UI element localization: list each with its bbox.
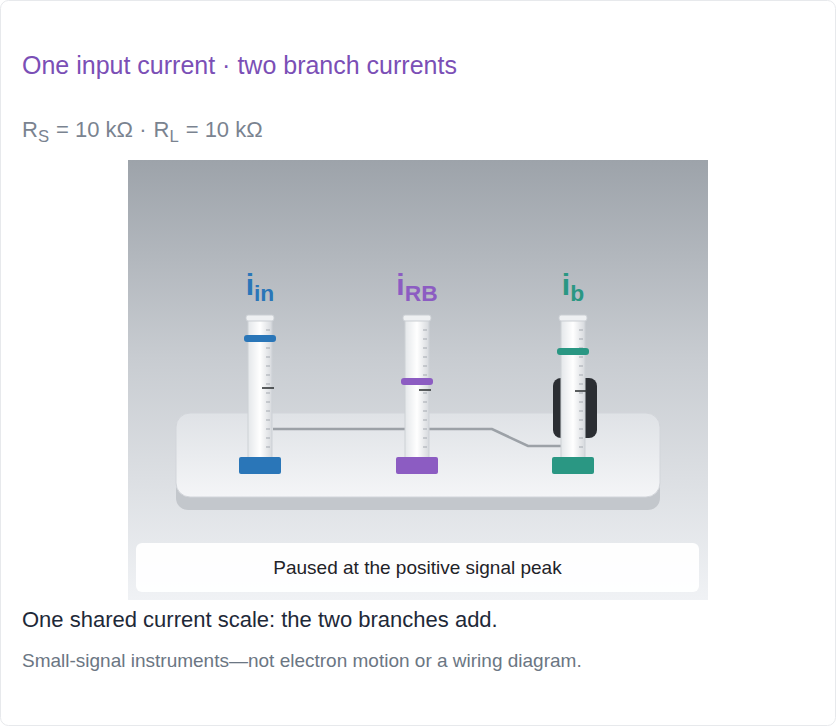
tick (579, 366, 583, 367)
meter-label: i (246, 268, 254, 301)
resistor-values: R (22, 117, 38, 142)
tick (266, 420, 270, 421)
tick (423, 447, 427, 448)
subscript: S (38, 127, 49, 146)
tick (266, 330, 270, 331)
resistor-values: = 10 kΩ · (56, 117, 146, 142)
tick (579, 438, 583, 439)
subscript: RB (405, 280, 438, 306)
gauge-base (396, 457, 438, 474)
tick (423, 393, 427, 394)
tick (266, 366, 270, 367)
tick (266, 447, 270, 448)
gauge-marker (557, 348, 589, 355)
tick (266, 411, 270, 412)
tick (266, 438, 270, 439)
panel-text: Paused at the positive signal peak (273, 557, 561, 579)
meter-label: i (562, 268, 570, 301)
resistor-values: R (153, 117, 169, 142)
tick (423, 366, 427, 367)
zero-tick (575, 390, 587, 392)
current-gauge (396, 315, 438, 474)
tick (579, 402, 583, 403)
caption-panel: Paused at the positive signal peak (136, 543, 699, 592)
gauge-base (239, 457, 281, 474)
tick (579, 411, 583, 412)
tick (266, 375, 270, 376)
meter-label-group: iin (246, 268, 275, 307)
scene-background (128, 160, 708, 600)
tick (266, 429, 270, 430)
subscript: b (570, 280, 584, 306)
tick (423, 420, 427, 421)
gauge-base (552, 457, 594, 474)
caption: One shared current scale: the two branch… (22, 607, 498, 633)
tick (579, 384, 583, 385)
zero-tick (262, 387, 274, 389)
gauge-marker (401, 378, 433, 385)
current-gauge (239, 315, 281, 474)
gauge-cap (559, 315, 587, 321)
tick (579, 447, 583, 448)
title: One input current · two branch currents (22, 51, 457, 80)
gauge-column (405, 318, 429, 460)
tick (266, 393, 270, 394)
tick (423, 402, 427, 403)
resistor-values-group: RS= 10 kΩ ·RL= 10 kΩ (22, 117, 263, 147)
tick (579, 357, 583, 358)
tick (579, 420, 583, 421)
tick (423, 348, 427, 349)
tick (579, 429, 583, 430)
tick (579, 393, 583, 394)
zero-tick (419, 389, 431, 391)
tick (423, 339, 427, 340)
gauge-cap (403, 315, 431, 321)
tick (266, 402, 270, 403)
resistor-values: = 10 kΩ (186, 117, 263, 142)
subscript: L (169, 127, 178, 146)
tick (423, 411, 427, 412)
note: Small-signal instruments—not electron mo… (22, 650, 582, 671)
subscript: in (254, 280, 274, 306)
tick (579, 375, 583, 376)
current-gauge (552, 315, 594, 474)
meter-label-group: ib (562, 268, 584, 307)
tick (579, 330, 583, 331)
gauge-cap (246, 315, 274, 321)
tick (266, 384, 270, 385)
gauge-marker (244, 335, 276, 342)
tick (423, 438, 427, 439)
note-group: Small-signal instruments—not electron mo… (22, 650, 582, 672)
tick (423, 330, 427, 331)
tick (423, 429, 427, 430)
meter-label-group: iRB (396, 268, 437, 307)
gauge-column (561, 318, 585, 460)
tick (266, 348, 270, 349)
tick (579, 339, 583, 340)
tick (423, 357, 427, 358)
tick (266, 357, 270, 358)
tick (423, 375, 427, 376)
meter-label: i (396, 268, 404, 301)
